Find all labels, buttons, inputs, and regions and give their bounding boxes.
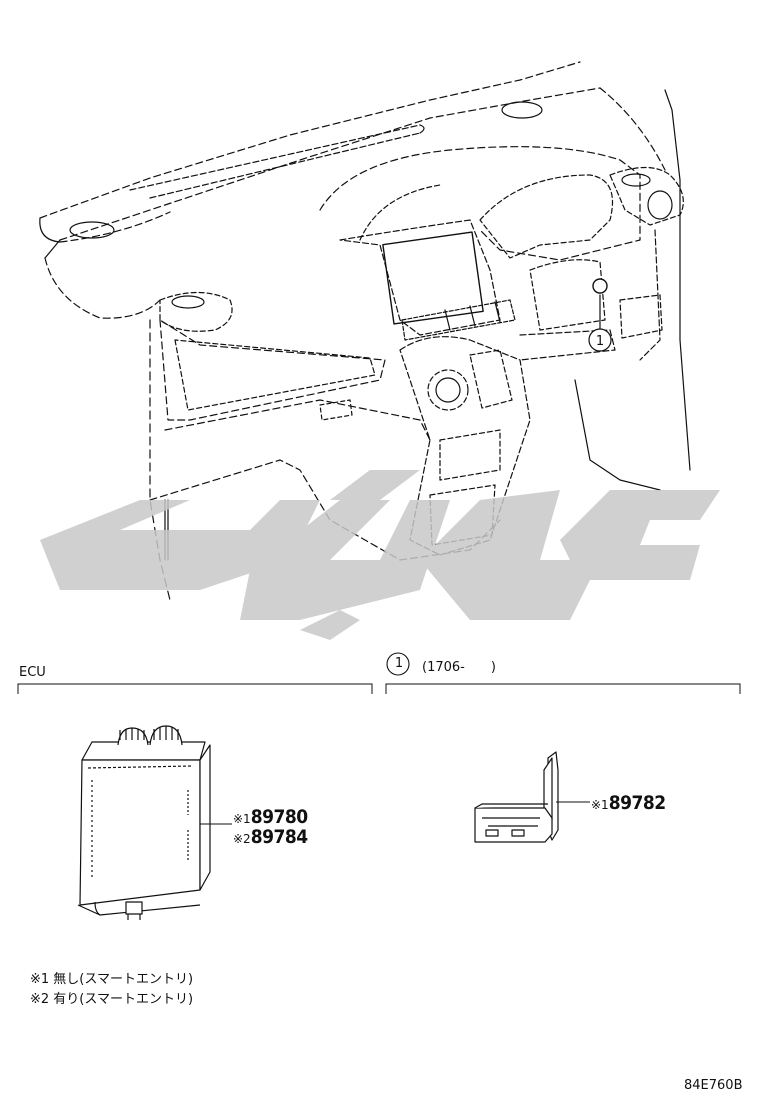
callout-marker: 1	[588, 278, 612, 352]
part-label-89780[interactable]: ※189780	[233, 806, 308, 828]
part-mark: ※1	[591, 798, 609, 812]
section-callout-number: 1	[394, 656, 404, 671]
part-mark: ※2	[233, 832, 251, 846]
dashboard-drawing	[39, 61, 691, 601]
bracket-drawing	[474, 751, 559, 843]
part-mark: ※1	[233, 812, 251, 826]
part-number: 89780	[250, 806, 308, 828]
watermark-logo	[40, 470, 720, 640]
part-number: 89782	[608, 792, 666, 814]
right-section-circle	[386, 652, 410, 676]
callout-marker-number: 1	[596, 334, 604, 349]
section-range: (1706- )	[422, 660, 496, 675]
part-label-89782[interactable]: ※189782	[591, 792, 666, 814]
section-title-ecu: ECU	[19, 665, 46, 680]
section-brackets	[17, 683, 741, 694]
diagram-code: 84E760B	[684, 1078, 743, 1093]
part-label-89784[interactable]: ※289784	[233, 826, 308, 848]
note-2: ※2 有り(スマートエントリ)	[30, 992, 194, 1007]
note-1: ※1 無し(スマートエントリ)	[30, 972, 194, 987]
ecu-module-drawing	[77, 725, 211, 920]
part-number: 89784	[250, 826, 308, 848]
